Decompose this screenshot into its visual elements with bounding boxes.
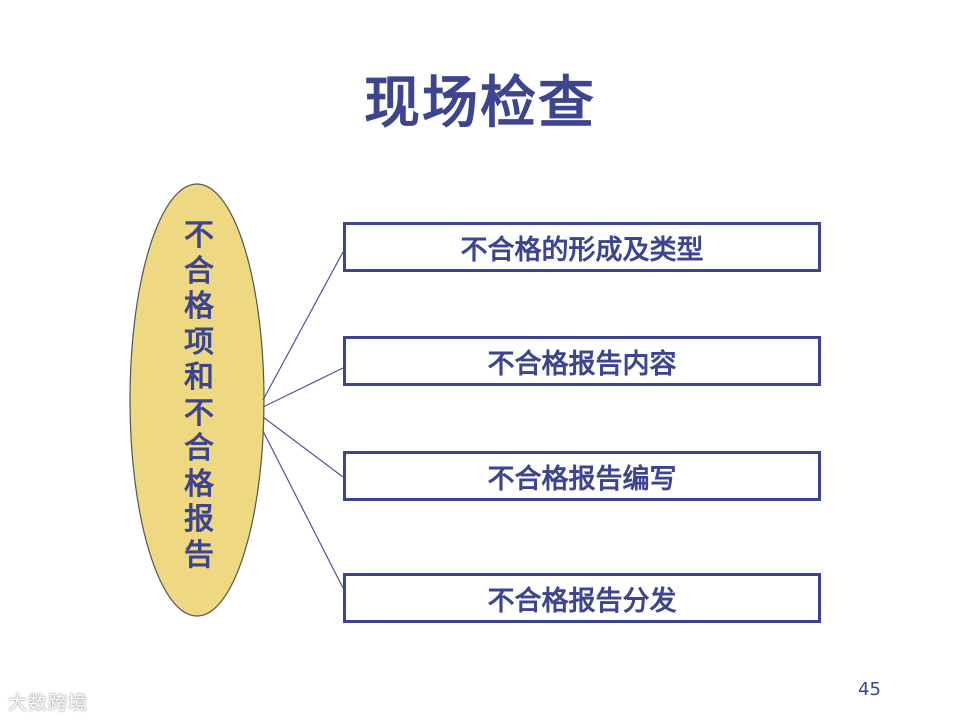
root-char: 合	[184, 253, 214, 289]
root-char: 和	[184, 360, 214, 395]
root-char: 不	[184, 218, 214, 253]
root-char: 合	[184, 431, 214, 466]
root-char: 不	[184, 395, 214, 431]
child-node-label: 不合格报告内容	[487, 348, 677, 380]
slide-title: 现场检查	[364, 71, 596, 136]
child-node-label: 不合格报告分发	[487, 585, 677, 617]
child-node-label: 不合格的形成及类型	[460, 234, 704, 266]
root-char: 格	[184, 466, 214, 502]
root-char: 项	[184, 324, 214, 360]
connector-line-1	[262, 251, 344, 401]
connector-line-4	[262, 430, 344, 589]
root-oval	[129, 183, 265, 617]
child-node-label: 不合格报告编写	[487, 463, 677, 495]
child-node-report-writing: 不合格报告编写	[343, 451, 821, 501]
root-char: 告	[184, 537, 214, 573]
root-char: 格	[184, 289, 214, 324]
child-node-report-distribution: 不合格报告分发	[343, 573, 821, 623]
watermark-logo: 大数跨境	[8, 692, 89, 714]
root-char: 报	[184, 502, 214, 537]
page-number: 45	[858, 679, 881, 700]
connector-line-3	[262, 416, 344, 478]
child-node-formation-types: 不合格的形成及类型	[343, 222, 821, 272]
child-node-report-content: 不合格报告内容	[343, 336, 821, 386]
connector-line-2	[262, 367, 344, 408]
root-node-label: 不 合 格 项 和 不 合 格 报 告	[172, 218, 226, 573]
